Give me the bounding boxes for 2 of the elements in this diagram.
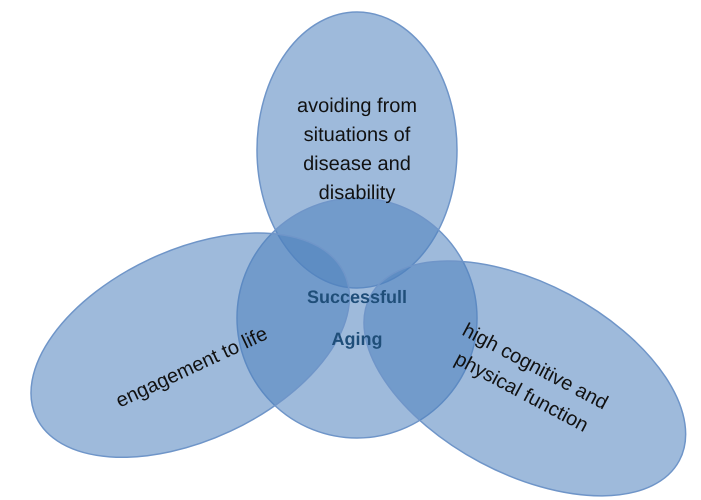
ellipse-label: avoiding from situations of disease and disability: [296, 94, 418, 206]
center-label: Successfull Aging: [306, 286, 408, 351]
